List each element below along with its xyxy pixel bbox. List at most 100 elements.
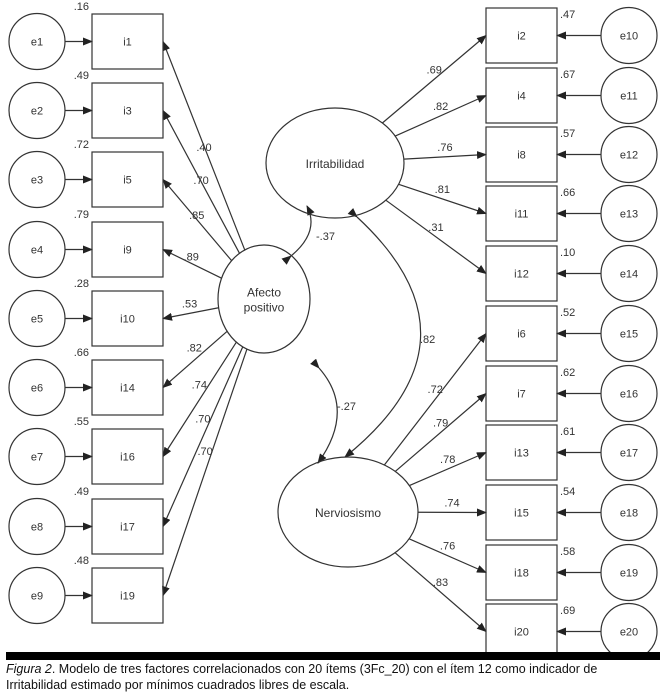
caption-label: Figura 2 xyxy=(6,662,52,676)
r-squared-label: .52 xyxy=(560,307,575,319)
r-squared-label: .58 xyxy=(560,546,575,558)
error-label: e16 xyxy=(620,389,638,401)
latent-factor-ellipse xyxy=(277,456,419,568)
latent-factor-ellipse xyxy=(265,107,405,219)
loading-arrow xyxy=(162,178,233,262)
error-label: e18 xyxy=(620,508,638,520)
error-label: e10 xyxy=(620,31,638,43)
item-label: i17 xyxy=(120,522,135,534)
observed-item-box xyxy=(485,544,558,601)
figure-caption: Figura 2. Modelo de tres factores correl… xyxy=(6,661,660,693)
error-label: e5 xyxy=(31,314,43,326)
loading-arrow xyxy=(162,307,219,321)
item-label: i19 xyxy=(120,591,135,603)
r-squared-label: .28 xyxy=(74,278,89,290)
r-squared-label: .57 xyxy=(560,128,575,140)
loading-arrow xyxy=(162,40,246,251)
loading-label: .76 xyxy=(440,541,455,553)
observed-item-box xyxy=(485,67,558,124)
r-squared-label: .66 xyxy=(74,347,89,359)
error-label: e7 xyxy=(31,452,43,464)
r-squared-label: .72 xyxy=(74,139,89,151)
error-label: e9 xyxy=(31,591,43,603)
error-term-circle xyxy=(8,220,66,279)
error-term-circle xyxy=(8,497,66,556)
error-term-circle xyxy=(8,81,66,140)
loading-label: .82 xyxy=(433,101,448,113)
observed-item-box xyxy=(485,603,558,652)
loading-label: .82 xyxy=(187,343,202,355)
r-squared-label: .61 xyxy=(560,426,575,438)
error-label: e15 xyxy=(620,329,638,341)
r-squared-label: .66 xyxy=(560,187,575,199)
loading-arrow xyxy=(381,34,487,124)
loading-label: .70 xyxy=(195,414,210,426)
item-label: i9 xyxy=(123,245,132,257)
error-term-circle xyxy=(8,566,66,625)
nodes-layer xyxy=(8,6,658,652)
loading-arrow xyxy=(162,346,244,528)
error-term-circle xyxy=(8,12,66,71)
item-label: i12 xyxy=(514,269,529,281)
r-squared-label: .79 xyxy=(74,209,89,221)
observed-item-box xyxy=(485,305,558,362)
item-label: i6 xyxy=(517,329,526,341)
error-term-circle xyxy=(600,184,658,243)
error-label: e13 xyxy=(620,209,638,221)
r-squared-label: .54 xyxy=(560,486,575,498)
loading-label: .81 xyxy=(435,184,450,196)
item-label: i13 xyxy=(514,448,529,460)
edges-layer xyxy=(65,31,601,636)
loading-arrow xyxy=(162,341,237,458)
r-squared-label: .55 xyxy=(74,416,89,428)
loading-label: .74 xyxy=(444,497,459,509)
r-squared-label: .62 xyxy=(560,367,575,379)
error-label: e8 xyxy=(31,522,43,534)
error-term-circle xyxy=(8,150,66,209)
correlation-arrow xyxy=(310,358,338,464)
item-label: i5 xyxy=(123,175,132,187)
observed-item-box xyxy=(91,151,164,208)
loading-label: .78 xyxy=(440,454,455,466)
factor-label: positivo xyxy=(244,301,285,315)
r-squared-label: .47 xyxy=(560,9,575,21)
loading-arrow xyxy=(403,151,487,160)
loading-arrow xyxy=(394,94,487,137)
loading-label: .76 xyxy=(437,142,452,154)
error-term-circle xyxy=(8,289,66,348)
loading-label: .83 xyxy=(433,577,448,589)
error-term-circle xyxy=(600,244,658,303)
loading-label: .31 xyxy=(428,222,443,234)
caption-text: . Modelo de tres factores correlacionado… xyxy=(6,662,598,692)
sem-path-diagram: i1e1.16.40i3e2.49.70i5e3.72.85i9e4.79.89… xyxy=(8,1,658,652)
factor-label: Afecto xyxy=(247,286,281,300)
error-label: e4 xyxy=(31,245,43,257)
loading-arrow xyxy=(394,552,487,633)
item-label: i1 xyxy=(123,37,132,49)
item-label: i2 xyxy=(517,31,526,43)
item-label: i7 xyxy=(517,389,526,401)
error-label: e19 xyxy=(620,568,638,580)
loading-label: .74 xyxy=(192,380,207,392)
loading-arrow xyxy=(394,392,487,472)
caption-rule xyxy=(6,652,660,660)
observed-item-box xyxy=(485,365,558,422)
loading-arrow xyxy=(162,348,248,597)
error-term-circle xyxy=(600,66,658,125)
error-label: e6 xyxy=(31,383,43,395)
item-label: i14 xyxy=(120,383,135,395)
loading-arrow xyxy=(408,538,487,574)
item-label: i8 xyxy=(517,150,526,162)
observed-item-box xyxy=(485,484,558,541)
observed-item-box xyxy=(91,13,164,70)
error-label: e12 xyxy=(620,150,638,162)
item-label: i10 xyxy=(120,314,135,326)
observed-item-box xyxy=(91,428,164,485)
r-squared-label: .49 xyxy=(74,486,89,498)
labels-layer: i1e1.16.40i3e2.49.70i5e3.72.85i9e4.79.89… xyxy=(31,1,638,639)
item-label: i15 xyxy=(514,508,529,520)
error-term-circle xyxy=(600,364,658,423)
latent-factor-ellipse xyxy=(217,244,311,354)
error-term-circle xyxy=(600,304,658,363)
item-label: i20 xyxy=(514,627,529,639)
